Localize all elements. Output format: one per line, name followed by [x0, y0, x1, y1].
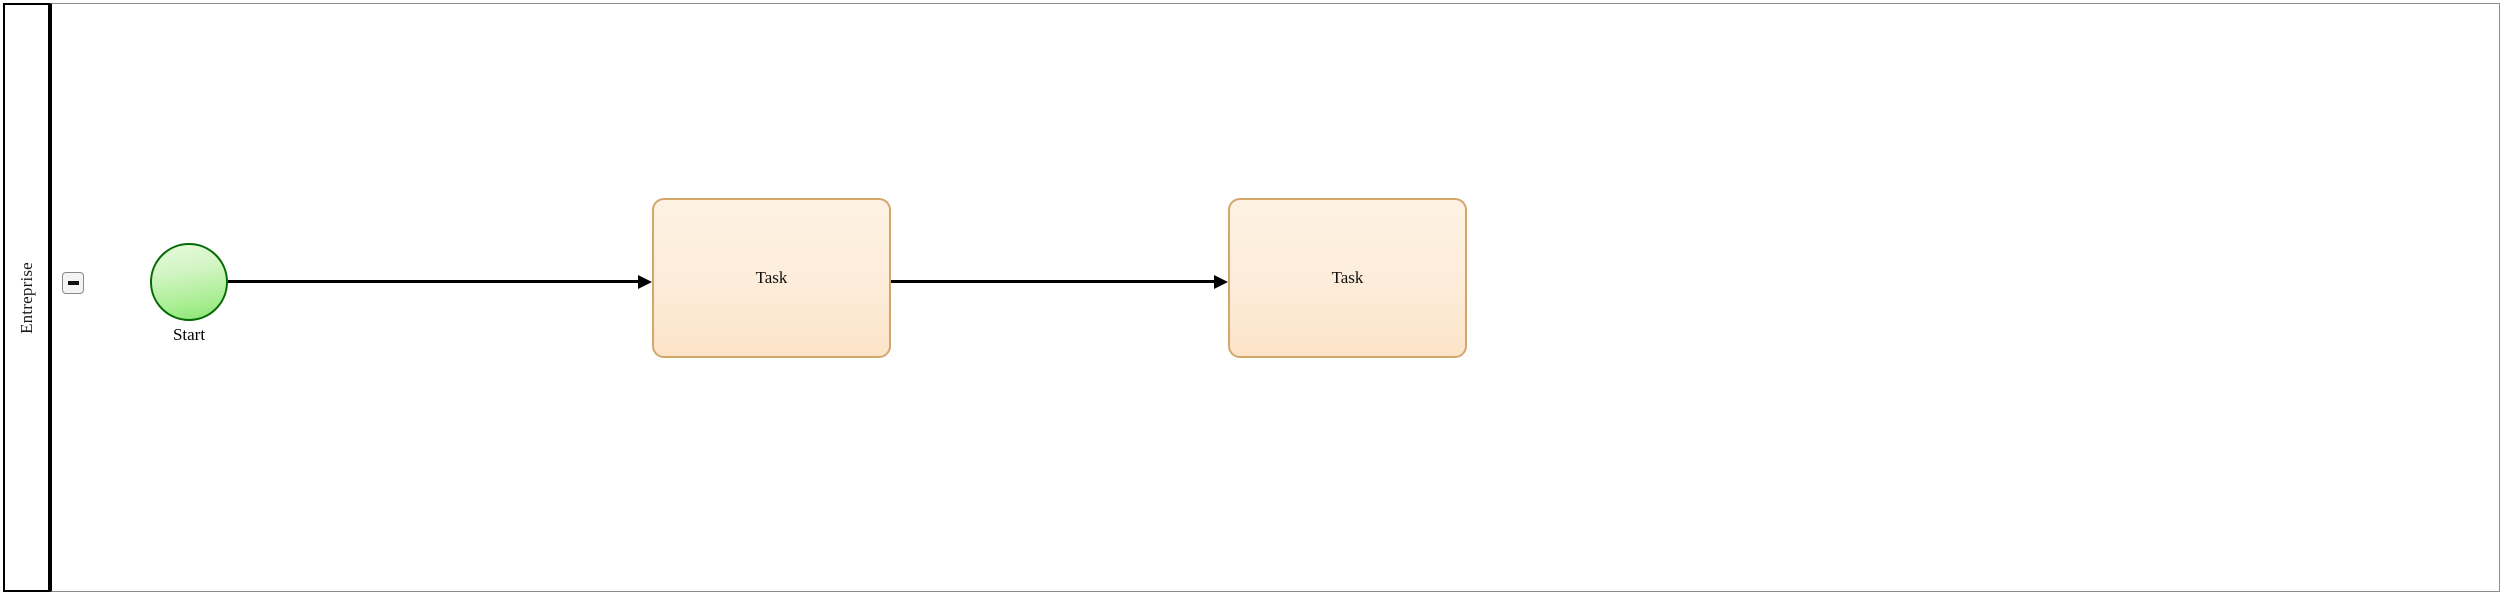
task-node-1[interactable]: Task — [652, 198, 891, 358]
start-event-label: Start — [172, 325, 206, 344]
start-event[interactable]: Start — [150, 243, 228, 344]
task-node-2[interactable]: Task — [1228, 198, 1467, 358]
task-label: Task — [755, 268, 788, 287]
task-label: Task — [1331, 268, 1364, 287]
arrowhead-icon — [638, 275, 652, 289]
lane-title-label: Entreprise — [16, 261, 36, 334]
flow-line — [891, 280, 1214, 283]
sequence-flow-start-to-task1[interactable] — [228, 275, 652, 289]
lane-header-entreprise[interactable]: Entreprise — [3, 3, 50, 592]
start-event-circle — [150, 243, 228, 321]
sequence-flow-task1-to-task2[interactable] — [891, 275, 1228, 289]
lane-collapse-button[interactable] — [62, 272, 84, 294]
minus-icon — [67, 281, 79, 285]
flow-line — [228, 280, 638, 283]
arrowhead-icon — [1214, 275, 1228, 289]
